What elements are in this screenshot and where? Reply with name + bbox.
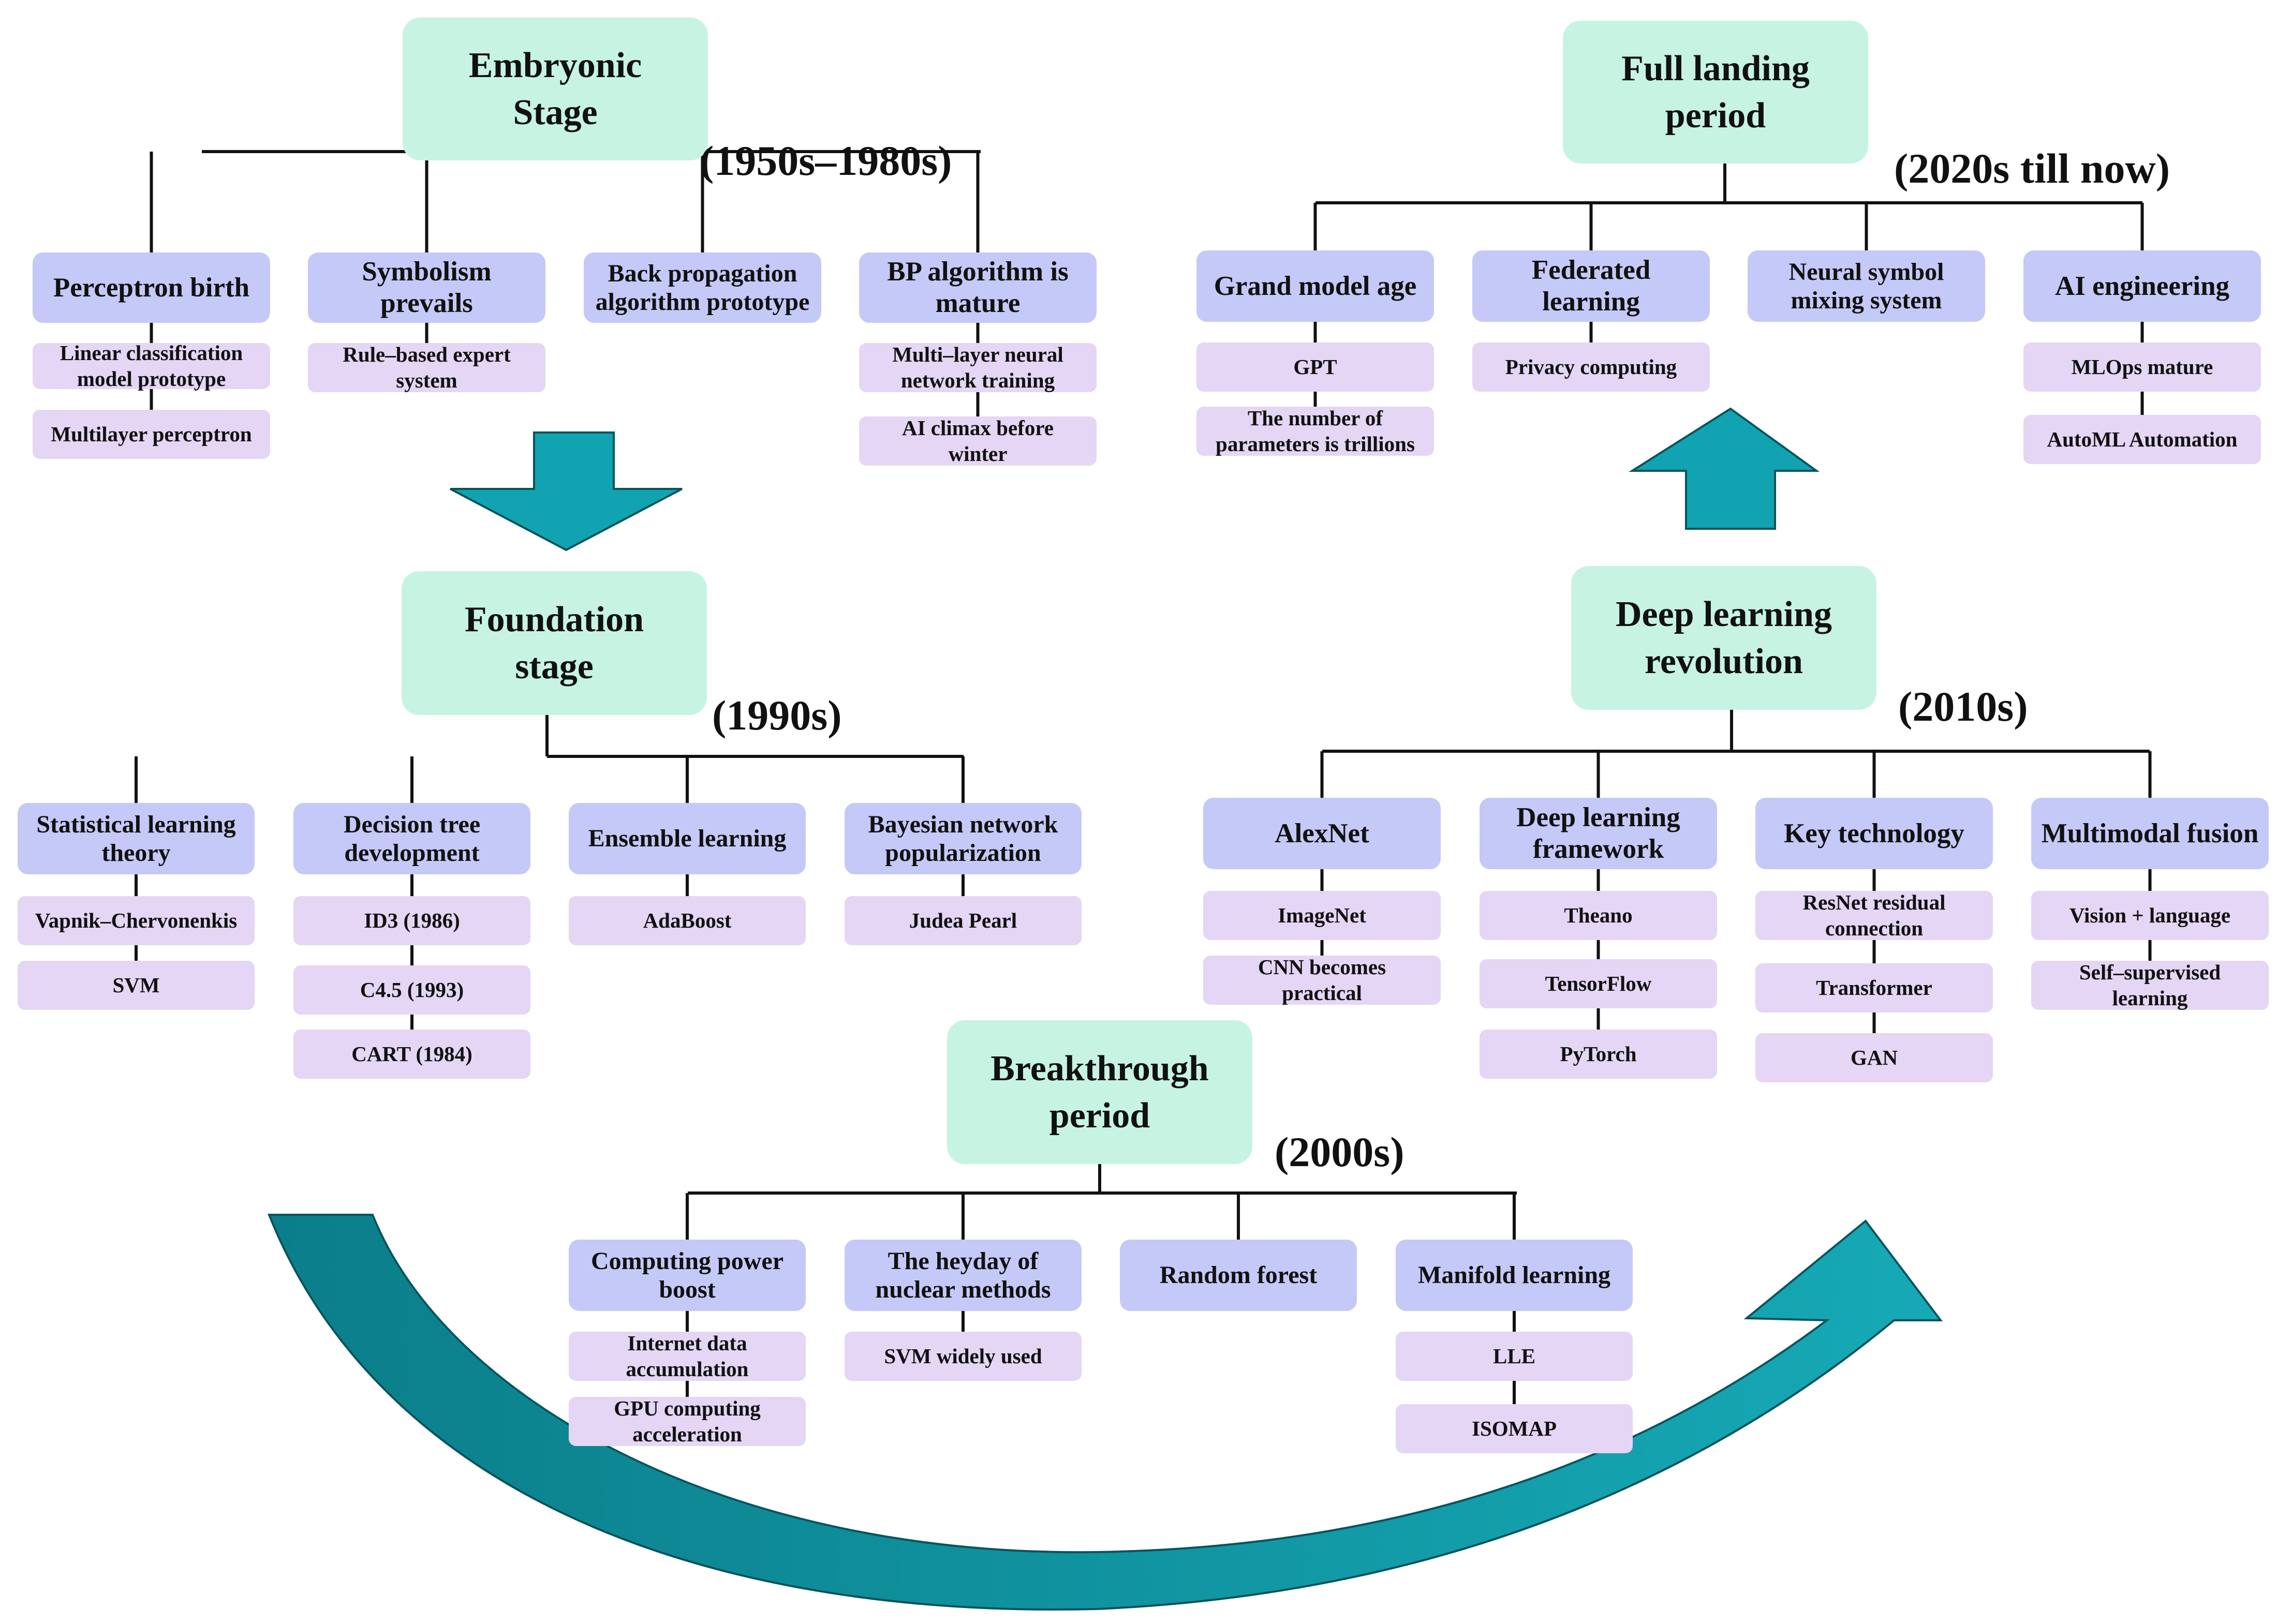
deep-category: AlexNet (1203, 798, 1441, 869)
embryonic-category: Symbolism prevails (308, 252, 545, 323)
deep-item: ImageNet (1203, 891, 1441, 940)
landing-category: AI engineering (2023, 250, 2261, 322)
deep-item: Transformer (1755, 963, 1993, 1012)
landing-item: The number of parameters is trillions (1196, 406, 1434, 456)
breakthrough-category: Computing power boost (569, 1240, 806, 1311)
breakthrough-item: SVM widely used (845, 1332, 1082, 1381)
curved-arrow-icon (268, 1214, 1943, 1611)
landing-category: Federated learning (1472, 250, 1710, 322)
foundation-stage-years: (1990s) (712, 692, 842, 739)
landing-item: GPT (1196, 342, 1434, 392)
breakthrough-category: The heyday of nuclear methods (845, 1240, 1082, 1311)
landing-stage-years: (2020s till now) (1894, 145, 2170, 192)
deep-item: GAN (1755, 1033, 1993, 1082)
landing-item: AutoML Automation (2023, 415, 2261, 464)
landing-category: Grand model age (1196, 250, 1434, 322)
embryonic-category: Back propagation algorithm prototype (584, 252, 821, 323)
foundation-item: ID3 (1986) (293, 896, 530, 945)
foundation-category: Bayesian network popularization (845, 803, 1082, 874)
deep-item: Theano (1480, 891, 1717, 940)
foundation-category: Statistical learning theory (18, 803, 255, 874)
breakthrough-category: Manifold learning (1396, 1240, 1633, 1311)
breakthrough-item: LLE (1396, 1332, 1633, 1381)
breakthrough-stage-title: Breakthrough period (947, 1020, 1252, 1164)
embryonic-item: Rule–based expert system (308, 342, 545, 392)
deep-category: Multimodal fusion (2031, 798, 2269, 869)
foundation-item: Vapnik–Chervonenkis (18, 896, 255, 945)
deep-item: PyTorch (1480, 1030, 1717, 1079)
foundation-category: Decision tree development (293, 803, 530, 874)
embryonic-category: Perceptron birth (33, 252, 270, 323)
breakthrough-item: Internet data accumulation (569, 1331, 806, 1381)
landing-stage-title: Full landing period (1563, 21, 1868, 163)
deep-category: Deep learning framework (1480, 798, 1717, 869)
embryonic-item: AI climax before winter (859, 416, 1097, 466)
foundation-item: AdaBoost (569, 896, 806, 945)
deep-category: Key technology (1755, 798, 1993, 869)
embryonic-item: Linear classification model prototype (33, 341, 270, 391)
foundation-item: C4.5 (1993) (293, 965, 530, 1015)
embryonic-stage-title: Embryonic Stage (403, 18, 708, 160)
embryonic-stage-years: (1950s–1980s) (700, 137, 952, 184)
arrow-down-icon (450, 431, 683, 552)
embryonic-item: Multilayer perceptron (33, 410, 270, 459)
breakthrough-item: GPU computing acceleration (569, 1396, 806, 1446)
breakthrough-stage-years: (2000s) (1275, 1128, 1404, 1175)
embryonic-category: BP algorithm is mature (859, 252, 1097, 323)
arrow-up-icon (1629, 407, 1820, 530)
foundation-stage-title: Foundation stage (402, 571, 707, 715)
deep-stage-title: Deep learning revolution (1571, 566, 1876, 710)
landing-category: Neural symbol mixing system (1748, 250, 1985, 322)
deep-item: TensorFlow (1480, 959, 1717, 1008)
foundation-item: SVM (18, 961, 255, 1010)
deep-item: Self–supervised learning (2031, 960, 2269, 1010)
breakthrough-category: Random forest (1120, 1240, 1357, 1311)
embryonic-item: Multi–layer neural network training (859, 342, 1097, 392)
foundation-category: Ensemble learning (569, 803, 806, 874)
landing-item: Privacy computing (1472, 342, 1710, 392)
deep-item: CNN becomes practical (1203, 955, 1441, 1005)
deep-stage-years: (2010s) (1898, 683, 2028, 730)
landing-item: MLOps mature (2023, 342, 2261, 392)
deep-item: Vision + language (2031, 891, 2269, 940)
foundation-item: CART (1984) (293, 1030, 530, 1079)
deep-item: ResNet residual connection (1755, 890, 1993, 940)
foundation-item: Judea Pearl (845, 896, 1082, 945)
breakthrough-item: ISOMAP (1396, 1404, 1633, 1453)
